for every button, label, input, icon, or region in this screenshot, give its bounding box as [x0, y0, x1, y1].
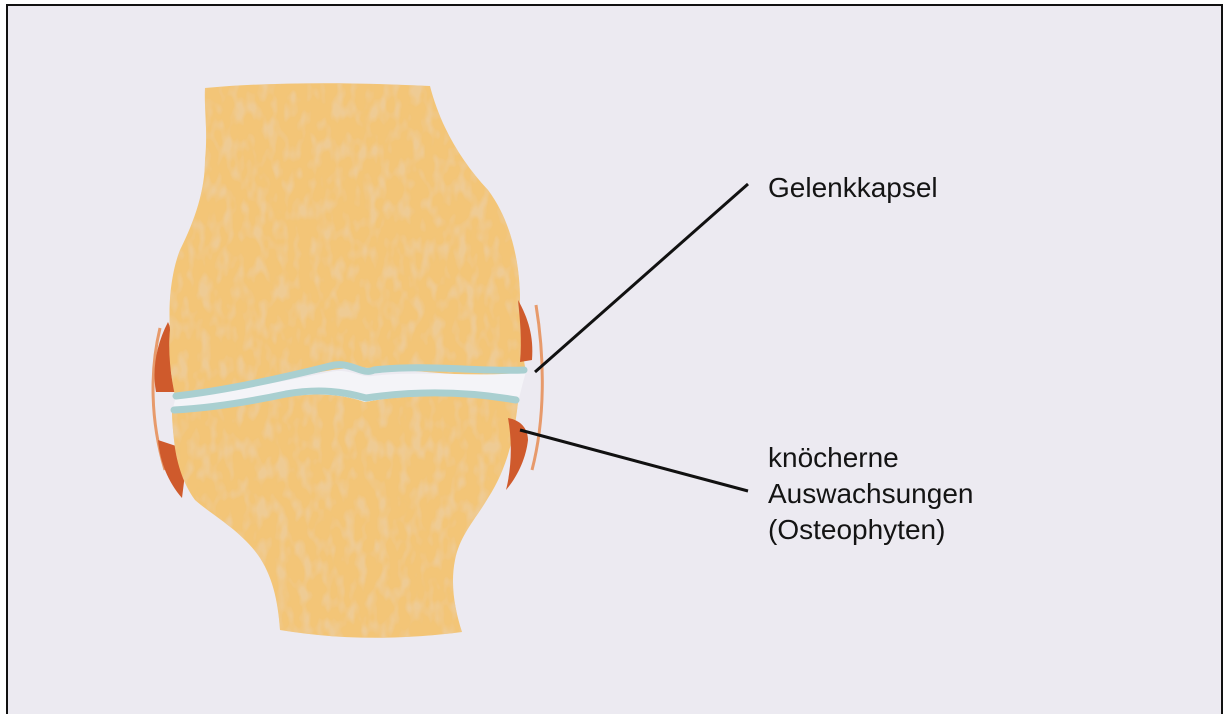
upper-bone: [169, 83, 526, 396]
lower-bone: [172, 395, 518, 638]
osteophyte-leader-line: [520, 430, 748, 491]
osteophytes-label-line-3: (Osteophyten): [768, 512, 973, 548]
capsule-label: Gelenkkapsel: [768, 170, 938, 206]
osteophytes-label-line-1: knöcherne: [768, 440, 973, 476]
capsule-leader-line: [535, 184, 748, 372]
osteophytes-label: knöcherne Auswachsungen (Osteophyten): [768, 440, 973, 548]
osteophytes-label-line-2: Auswachsungen: [768, 476, 973, 512]
